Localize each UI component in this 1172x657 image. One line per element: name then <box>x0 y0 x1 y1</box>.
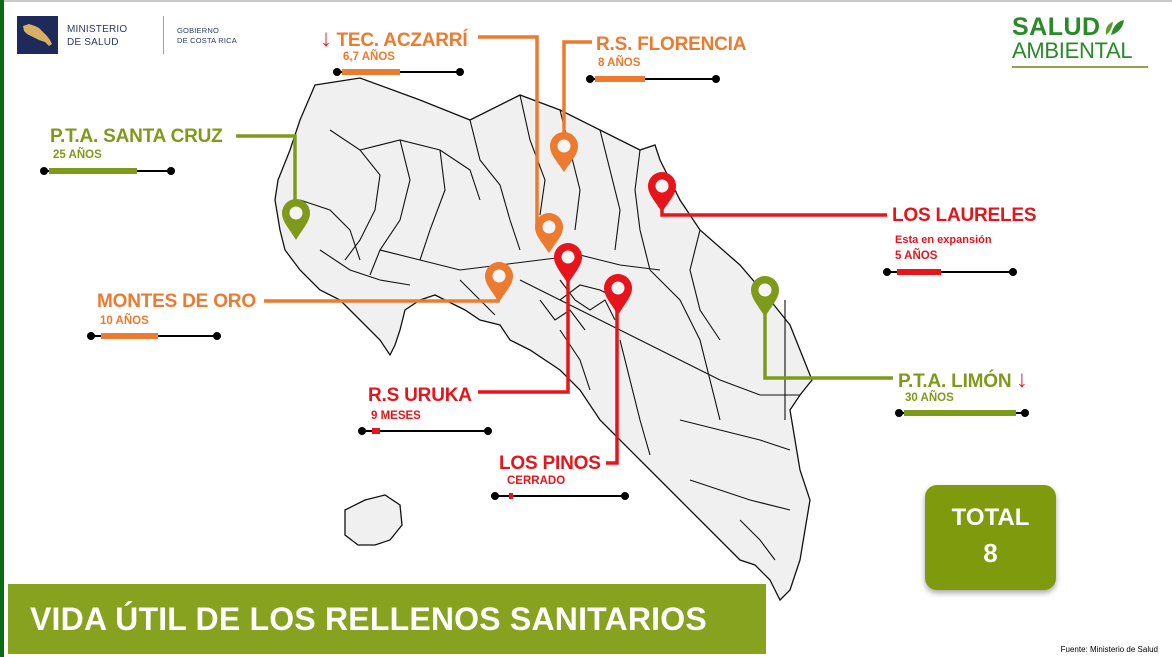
lifespan-bar-tec-aczarri <box>333 67 464 77</box>
site-name: P.T.A. LIMÓN <box>898 371 1012 392</box>
left-accent-stripe <box>0 0 4 657</box>
leader-florencia <box>562 40 592 145</box>
ministry-line1: MINISTERIO <box>67 24 128 35</box>
pin-tec-aczarri <box>535 213 563 253</box>
site-name: TEC. ACZARRÍ <box>336 30 468 51</box>
site-lifespan-uruka: 9 MESES <box>371 410 421 422</box>
total-value: 8 <box>983 538 998 568</box>
ministry-line2: DE SALUD <box>67 37 119 48</box>
header-divider <box>163 16 164 54</box>
lifespan-bar-uruka <box>358 426 492 436</box>
leader-los-pinos <box>606 300 619 465</box>
government-line1: GOBIERNO <box>177 26 220 35</box>
pin-los-pinos <box>604 274 632 315</box>
pin-santa-cruz <box>282 199 310 240</box>
map-pins <box>282 132 779 317</box>
site-status-los-pinos: CERRADO <box>507 475 566 487</box>
site-lifespan-santa-cruz: 25 AÑOS <box>53 149 102 161</box>
lifespan-bar-limon <box>895 408 1029 418</box>
site-name-los-pinos: LOS PINOS <box>499 453 601 474</box>
leader-limon <box>763 300 893 380</box>
brand-line2: AMBIENTAL <box>1012 38 1133 63</box>
pin-los-laureles <box>648 172 676 212</box>
pin-uruka <box>554 243 582 284</box>
lifespan-bar-montes-de-oro <box>87 331 221 341</box>
total-badge: TOTAL 8 <box>925 485 1056 590</box>
site-name-los-laureles: LOS LAURELES <box>892 205 1037 226</box>
ministry-name: MINISTERIO DE SALUD <box>67 23 127 49</box>
country-outline <box>274 77 813 602</box>
leader-tec-aczarri <box>478 35 539 225</box>
site-note-los-laureles: Esta en expansión <box>895 234 992 246</box>
leader-los-laureles <box>660 200 887 217</box>
lifespan-bar-los-laureles <box>883 267 1017 277</box>
leader-uruka <box>478 270 570 394</box>
brand-underline <box>1012 66 1148 68</box>
site-lifespan-limon: 30 AÑOS <box>905 392 954 404</box>
government-name: GOBIERNO DE COSTA RICA <box>177 26 237 46</box>
pin-montes-de-oro <box>485 262 513 302</box>
site-lifespan: 6,7 AÑOS <box>343 51 395 63</box>
site-name-santa-cruz: P.T.A. SANTA CRUZ <box>50 126 223 147</box>
page-title: VIDA ÚTIL DE LOS RELLENOS SANITARIOS <box>30 600 707 637</box>
title-banner: VIDA ÚTIL DE LOS RELLENOS SANITARIOS <box>8 584 766 654</box>
top-border <box>0 0 1172 2</box>
lifespan-bar-santa-cruz <box>40 166 175 176</box>
site-name-montes-de-oro: MONTES DE ORO <box>97 291 256 312</box>
site-lifespan-los-laureles: 5 AÑOS <box>895 250 938 262</box>
brand-line1: SALUD <box>1012 13 1101 41</box>
site-tec-aczarri: ↓ TEC. ACZARRÍ <box>320 25 468 53</box>
site-name-florencia: R.S. FLORENCIA <box>596 34 747 55</box>
site-limon: P.T.A. LIMÓN ↓ <box>898 366 1028 394</box>
lifespan-bar-los-pinos <box>491 491 629 501</box>
salud-ambiental-logo: SALUD AMBIENTAL <box>1012 14 1152 68</box>
source-note: Fuente: Ministerio de Salud <box>1060 645 1158 654</box>
costa-rica-logo-icon <box>17 16 58 54</box>
leaf-icon <box>1105 20 1124 35</box>
lifespan-bar-florencia <box>586 74 720 84</box>
government-line2: DE COSTA RICA <box>177 36 237 45</box>
pin-limon <box>751 276 779 317</box>
trend-down-arrow-icon: ↓ <box>320 25 332 52</box>
trend-down-arrow-icon: ↓ <box>1015 366 1028 393</box>
site-lifespan-montes-de-oro: 10 AÑOS <box>100 315 149 327</box>
pin-florencia <box>550 132 578 172</box>
site-lifespan-florencia: 8 AÑOS <box>598 57 641 69</box>
site-name-uruka: R.S URUKA <box>368 385 472 406</box>
leader-santa-cruz <box>236 134 297 210</box>
total-label: TOTAL <box>951 504 1030 531</box>
